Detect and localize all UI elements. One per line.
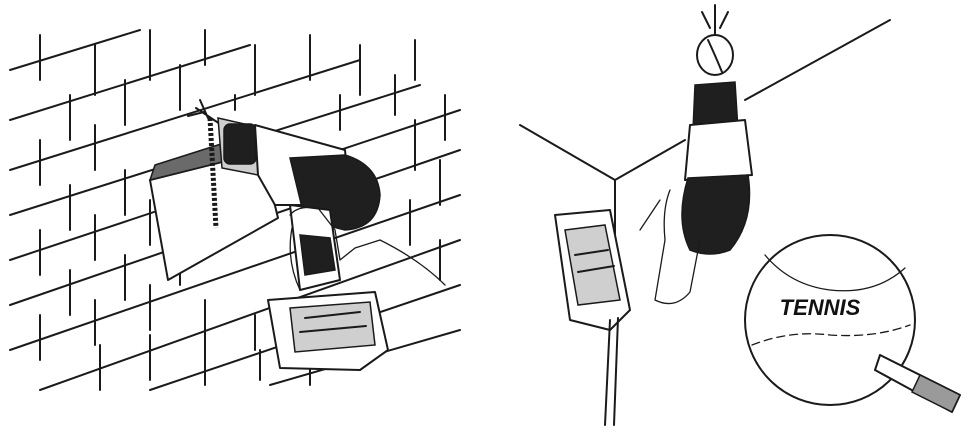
cordless-drill (218, 118, 388, 370)
tennis-ball-detail: TENNIS (745, 235, 960, 412)
drill-bit-tip (697, 5, 733, 75)
ceiling-drilling-illustration: TENNIS (490, 0, 970, 438)
battery-pack (555, 210, 630, 425)
cordless-drill (682, 82, 752, 254)
tennis-ball-label: TENNIS (780, 295, 861, 320)
wall-drilling-illustration (0, 0, 490, 438)
wrist-strap (605, 318, 618, 425)
